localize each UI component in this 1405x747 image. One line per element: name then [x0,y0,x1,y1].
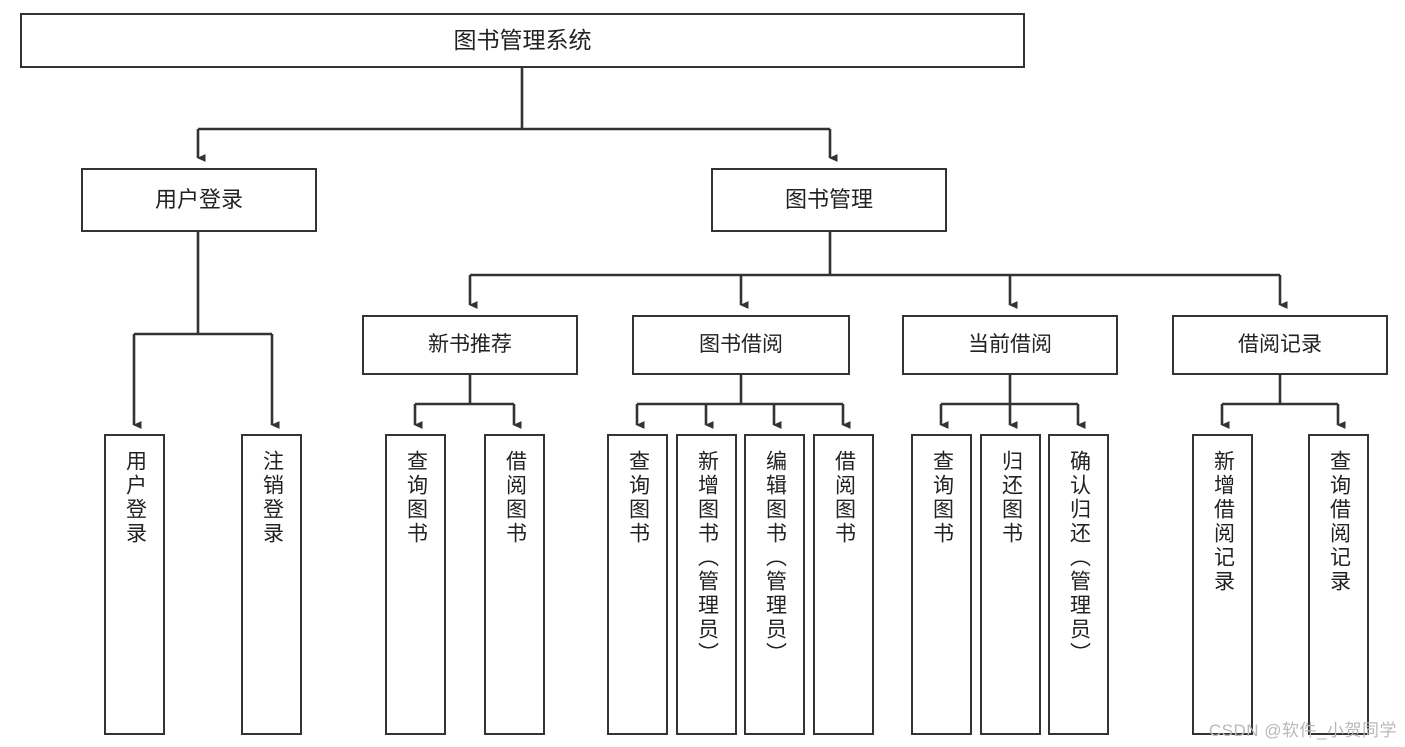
node-label: 图书管理 [784,186,873,212]
node-leaf-query-book-borrow[interactable]: 查询图书 [607,434,668,735]
node-leaf-borrow-book-recommend[interactable]: 借阅图书 [484,434,545,735]
node-label: 注销登录 [260,450,284,546]
node-label: 借阅记录 [1238,333,1322,357]
node-label: 查询图书 [626,450,650,546]
node-label: 确认归还（管理员） [1067,450,1091,666]
node-label: 编辑图书（管理员） [763,450,787,666]
node-label: 借阅图书 [503,450,527,546]
node-label: 查询图书 [930,450,954,546]
node-leaf-edit-book-admin[interactable]: 编辑图书（管理员） [744,434,805,735]
node-label: 用户登录 [123,450,147,546]
node-label: 当前借阅 [968,333,1052,357]
node-leaf-query-book-current[interactable]: 查询图书 [911,434,972,735]
node-borrow-record[interactable]: 借阅记录 [1172,315,1388,375]
node-label: 新增图书（管理员） [695,450,719,666]
node-leaf-return-book[interactable]: 归还图书 [980,434,1041,735]
watermark: CSDN @软件_小贺同学 [1208,721,1397,740]
node-leaf-query-borrow-record[interactable]: 查询借阅记录 [1308,434,1369,735]
node-leaf-borrow-book[interactable]: 借阅图书 [813,434,874,735]
node-root-book-management-system[interactable]: 图书管理系统 [20,13,1025,68]
node-label: 用户登录 [154,186,243,212]
node-label: 归还图书 [999,450,1023,546]
node-label: 图书管理系统 [453,26,592,53]
node-label: 借阅图书 [832,450,856,546]
node-leaf-add-book-admin[interactable]: 新增图书（管理员） [676,434,737,735]
node-leaf-add-borrow-record[interactable]: 新增借阅记录 [1192,434,1253,735]
node-leaf-confirm-return-admin[interactable]: 确认归还（管理员） [1048,434,1109,735]
node-new-book-recommend[interactable]: 新书推荐 [362,315,578,375]
node-label: 新书推荐 [428,333,512,357]
node-book-borrow[interactable]: 图书借阅 [632,315,850,375]
node-user-login[interactable]: 用户登录 [81,168,317,232]
node-leaf-logout-login[interactable]: 注销登录 [241,434,302,735]
node-book-management[interactable]: 图书管理 [711,168,947,232]
node-label: 查询借阅记录 [1327,450,1351,594]
node-leaf-query-book-recommend[interactable]: 查询图书 [385,434,446,735]
node-current-borrow[interactable]: 当前借阅 [902,315,1118,375]
node-leaf-user-login[interactable]: 用户登录 [104,434,165,735]
node-label: 新增借阅记录 [1211,450,1235,594]
node-label: 查询图书 [404,450,428,546]
node-label: 图书借阅 [699,333,783,357]
